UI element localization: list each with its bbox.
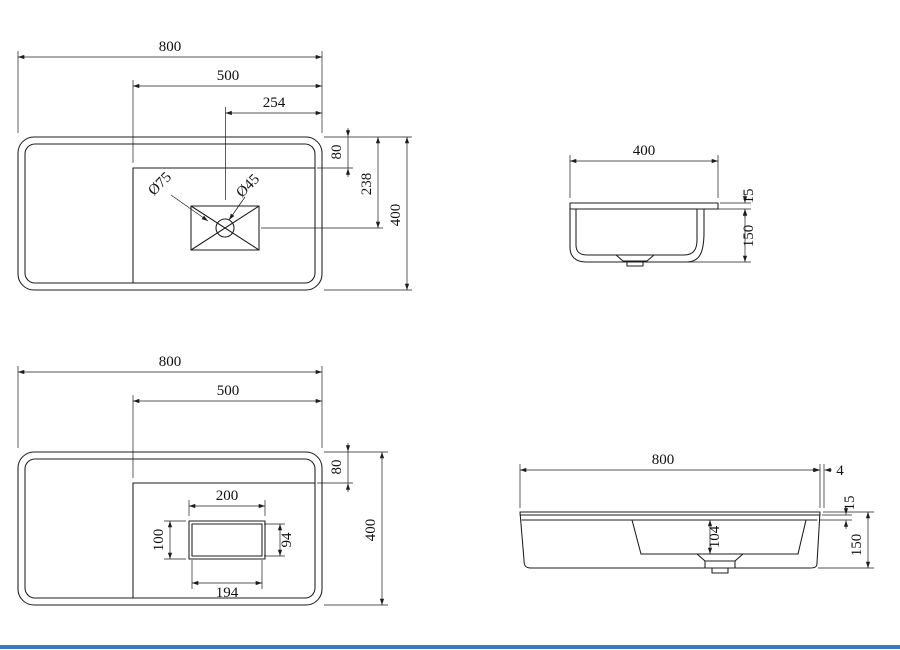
dim-recess-width: 200: [216, 488, 239, 504]
dim-hole-width: 194: [216, 585, 239, 601]
dim-hole-height: 94: [279, 532, 295, 548]
front-section-dimensions: 800 4 15 104 150: [519, 452, 874, 569]
dim-plan-top-rim-to-basin: 80: [329, 145, 345, 160]
dim-front-rim-height: 15: [842, 496, 858, 511]
plan-top-outline: [17, 136, 323, 291]
sink-inner-rim: [24, 143, 316, 284]
dim-plan-top-drain-offset: 254: [263, 95, 286, 111]
drain-hole: [215, 218, 235, 238]
dim-front-lip: 4: [836, 463, 844, 479]
section-basin-inner: [575, 208, 698, 256]
dim-front-basin-depth: 104: [707, 525, 723, 548]
plan-view-bottom: 800 500 80 400 200 100 94 194: [17, 354, 388, 606]
plan-top-dimensions: 800 500 254 80 238 400: [17, 39, 412, 291]
front-section-view: 800 4 15 104 150: [519, 452, 874, 574]
plan-bottom-dimensions: 800 500 80 400 200 100 94 194: [17, 354, 388, 606]
dim-plan-bottom-basin-width: 500: [217, 383, 240, 399]
callout-overflow-diameter: Ø75: [145, 169, 175, 199]
sink-outer-edge: [17, 136, 323, 291]
side-section-outline: [569, 202, 719, 267]
dim-front-overall-width: 800: [652, 452, 675, 468]
plan-bottom-outline: [17, 451, 323, 606]
section-outer-profile: [569, 202, 719, 263]
side-section-view: 400 15 150: [569, 143, 757, 267]
front-drain: [696, 553, 744, 562]
callout-drain-diameter: Ø45: [233, 171, 263, 201]
dim-plan-top-overall-width: 800: [159, 39, 182, 55]
dim-side-rim-height: 15: [741, 189, 757, 204]
dim-plan-bottom-overall-depth: 400: [363, 519, 379, 542]
drain-recess-outer: [188, 520, 266, 560]
section-drain: [615, 254, 655, 262]
dim-plan-top-drain-center: 238: [359, 173, 375, 196]
side-section-dimensions: 400 15 150: [569, 143, 757, 263]
sink-outer-edge: [17, 451, 323, 606]
dim-side-overall-width: 400: [633, 143, 656, 159]
sink-inner-rim: [24, 458, 316, 599]
dim-plan-top-basin-width: 500: [217, 68, 240, 84]
drain-recess: [190, 205, 260, 251]
dim-plan-bottom-rim-to-basin: 80: [329, 460, 345, 475]
dim-recess-height: 100: [151, 529, 167, 552]
front-section-outline: [519, 511, 821, 574]
dim-side-body-height: 150: [741, 225, 757, 248]
drain-hole-inner: [191, 523, 263, 557]
dim-plan-bottom-overall-width: 800: [159, 354, 182, 370]
plan-view-top: Ø75 Ø45 800 500 254 80 238 400: [17, 39, 412, 291]
dim-front-body-height: 150: [849, 534, 865, 557]
bottom-accent-bar: [0, 645, 900, 649]
plan-top-callouts: Ø75 Ø45: [145, 169, 263, 222]
front-outer-profile: [519, 511, 821, 569]
dim-plan-top-overall-depth: 400: [388, 204, 404, 227]
